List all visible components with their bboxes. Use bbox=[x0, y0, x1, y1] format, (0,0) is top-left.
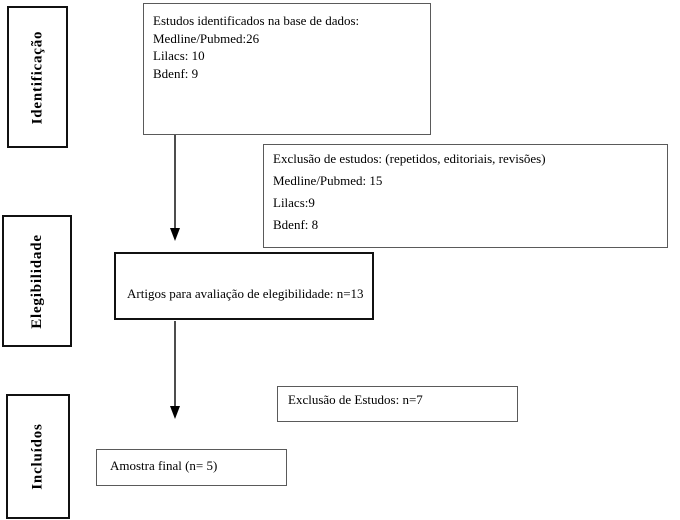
final-sample-text: Amostra final (n= 5) bbox=[110, 458, 218, 473]
identified-line-lilacs: Lilacs: 10 bbox=[153, 48, 205, 63]
down-arrow-identified-to-eligibility bbox=[170, 135, 180, 241]
box-exclusion-criteria: Exclusão de estudos: (repetidos, editori… bbox=[263, 144, 668, 248]
exclusion-line-medline: Medline/Pubmed: 15 bbox=[273, 173, 383, 188]
eligibility-text: Artigos para avaliação de elegibilidade:… bbox=[127, 286, 364, 301]
exclusion-line-bdenf: Bdenf: 8 bbox=[273, 217, 319, 232]
box-exclusion-n7: Exclusão de Estudos: n=7 bbox=[277, 386, 518, 422]
identified-line-title: Estudos identificados na base de dados: bbox=[153, 13, 360, 28]
identified-line-medline: Medline/Pubmed:26 bbox=[153, 30, 260, 46]
identified-line-bdenf: Bdenf: 9 bbox=[153, 65, 199, 81]
stage-label-identificacao: Identificação bbox=[29, 30, 46, 124]
box-final-sample: Amostra final (n= 5) bbox=[96, 449, 287, 486]
stage-box-identificacao: Identificação bbox=[7, 6, 68, 148]
down-arrow-eligibility-to-final bbox=[170, 321, 180, 419]
exclusion-line-title: Exclusão de estudos: (repetidos, editori… bbox=[273, 151, 546, 166]
box-identified-studies: Estudos identificados na base de dados: … bbox=[143, 3, 431, 135]
stage-box-incluidos: Incluídos bbox=[6, 394, 70, 519]
box-eligibility-assessment: Artigos para avaliação de elegibilidade:… bbox=[114, 252, 374, 320]
stage-box-elegibilidade: Elegibilidade bbox=[2, 215, 72, 347]
stage-label-incluidos: Incluídos bbox=[29, 423, 46, 490]
stage-label-elegibilidade: Elegibilidade bbox=[28, 233, 45, 329]
exclusion-final-text: Exclusão de Estudos: n=7 bbox=[288, 392, 423, 407]
exclusion-line-lilacs: Lilacs:9 bbox=[273, 195, 315, 210]
